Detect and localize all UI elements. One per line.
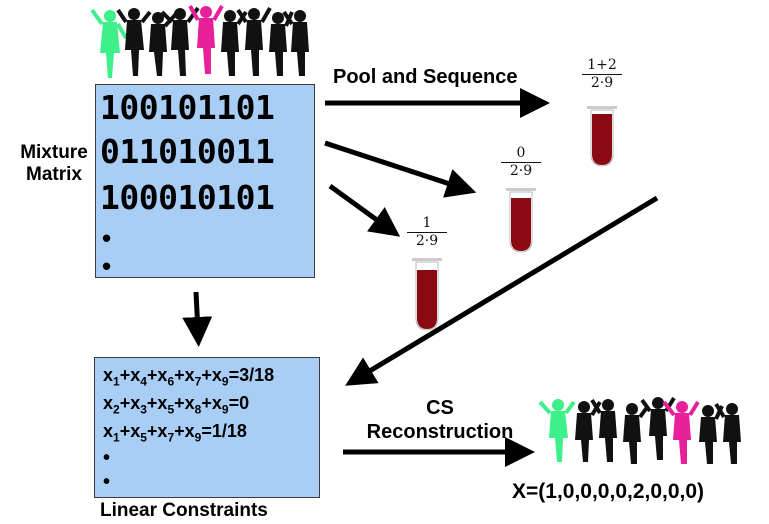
equation-subscript: 8: [194, 402, 202, 417]
equation-term: x: [103, 365, 114, 385]
equation-subscript: 3: [140, 402, 147, 417]
equation-subscript: 9: [221, 402, 229, 417]
test-tube-2: [506, 188, 536, 253]
tube-1-fraction: 1+2 2·9: [574, 57, 630, 92]
equation-term: +x: [201, 393, 222, 413]
matrix-ellipsis-dot: •: [102, 223, 112, 253]
equation-term: +x: [174, 365, 195, 385]
equation-subscript: 5: [167, 402, 175, 417]
equation-term: +x: [201, 365, 222, 385]
equation-subscript: 1: [113, 430, 120, 445]
test-tube-1: [587, 106, 617, 167]
constraints-ellipsis-dot: •: [103, 471, 111, 493]
cs-label-line2: Reconstruction: [366, 421, 514, 443]
equation-term: +x: [146, 365, 168, 385]
reconstructed-vector: X=(1,0,0,0,0,2,0,0,0): [512, 480, 705, 503]
mixture-matrix-label-line1: Mixture: [20, 142, 88, 163]
constraint-equation-3: x1+x5+x7+x9=1/18: [103, 422, 247, 444]
matrix-ellipsis-dot: •: [102, 251, 112, 281]
arrow-matrix-to-constraints: [182, 291, 213, 347]
matrix-row: 011010011: [100, 132, 275, 171]
equation-subscript: 9: [221, 374, 229, 389]
equation-term: =1/18: [201, 421, 247, 441]
equation-subscript: 6: [167, 374, 175, 389]
equation-term: =0: [228, 393, 250, 413]
equation-term: +x: [174, 393, 195, 413]
constraint-equation-2: x2+x3+x5+x8+x9=0: [103, 394, 249, 416]
equation-subscript: 7: [167, 430, 175, 445]
equation-subscript: 2: [113, 402, 120, 417]
mixture-matrix-label: Mixture Matrix: [8, 142, 100, 186]
equation-term: x: [103, 393, 114, 413]
arrow-to-tube-2: [324, 140, 477, 198]
tube-2-numerator: 0: [516, 145, 526, 161]
tube-1-denominator: 2·9: [590, 75, 614, 92]
mixture-matrix-box: 100101101 011010011 100010101 • •: [95, 84, 315, 281]
mixture-matrix-label-line2: Matrix: [26, 163, 82, 185]
arrow-tubes-to-constraints: [345, 195, 659, 386]
equation-subscript: 5: [140, 430, 147, 445]
tube-3-denominator: 2·9: [415, 233, 439, 250]
equation-subscript: 1: [113, 374, 120, 389]
tube-3-numerator: 1: [422, 215, 432, 231]
linear-constraints-caption: Linear Constraints: [100, 500, 268, 521]
test-tube-3: [412, 258, 442, 331]
pool-and-sequence-label: Pool and Sequence: [333, 66, 518, 88]
matrix-row: 100101101: [100, 88, 275, 127]
tube-3-fraction: 1 2·9: [399, 215, 455, 250]
tube-2-fraction: 0 2·9: [493, 145, 549, 180]
equation-term: +x: [119, 393, 141, 413]
equation-term: +x: [146, 393, 168, 413]
bottom-crowd-image: [538, 396, 741, 464]
matrix-row: 100010101: [100, 178, 275, 217]
equation-subscript: 9: [194, 430, 202, 445]
cs-reconstruction-label: CS Reconstruction: [350, 396, 530, 444]
linear-constraints-box: x1+x4+x6+x7+x9=3/18 x2+x3+x5+x8+x9=0 x1+…: [94, 357, 320, 498]
constraints-ellipsis-dot: •: [103, 447, 111, 469]
equation-term: +x: [119, 365, 141, 385]
tube-2-denominator: 2·9: [509, 163, 533, 180]
equation-term: +x: [146, 421, 168, 441]
equation-term: x: [103, 421, 114, 441]
equation-subscript: 4: [140, 374, 147, 389]
equation-subscript: 7: [194, 374, 202, 389]
constraint-equation-1: x1+x4+x6+x7+x9=3/18: [103, 366, 274, 388]
equation-term: +x: [174, 421, 195, 441]
equation-term: =3/18: [228, 365, 275, 385]
arrow-to-tube-3: [328, 183, 401, 237]
equation-term: +x: [119, 421, 141, 441]
cs-label-line1: CS: [426, 397, 454, 419]
top-crowd-image: [90, 5, 309, 78]
tube-1-numerator: 1+2: [587, 57, 617, 73]
